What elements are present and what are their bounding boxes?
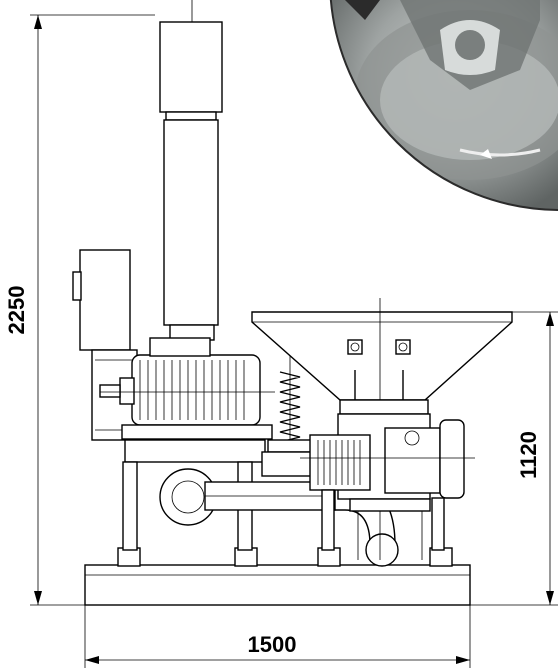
relief-valve-spring	[261, 350, 319, 477]
blower-motor	[99, 337, 273, 463]
dimension-label-1500: 1500	[248, 632, 297, 657]
silencer-stack	[159, 0, 223, 345]
dimension-label-2250: 2250	[4, 286, 29, 335]
dimension-label-1120: 1120	[516, 431, 541, 479]
base-frame	[84, 547, 471, 606]
filter-housing	[72, 249, 138, 441]
rotary-feeder	[309, 413, 465, 512]
feed-hopper	[251, 298, 513, 560]
dimension-height-1120: 1120	[470, 311, 558, 606]
inset-photo	[329, 0, 558, 211]
centre-lines	[100, 391, 475, 459]
dimension-height-2250: 2250	[4, 14, 155, 606]
dimension-width-1500: 1500	[84, 605, 471, 668]
feeder-supports	[321, 489, 445, 560]
